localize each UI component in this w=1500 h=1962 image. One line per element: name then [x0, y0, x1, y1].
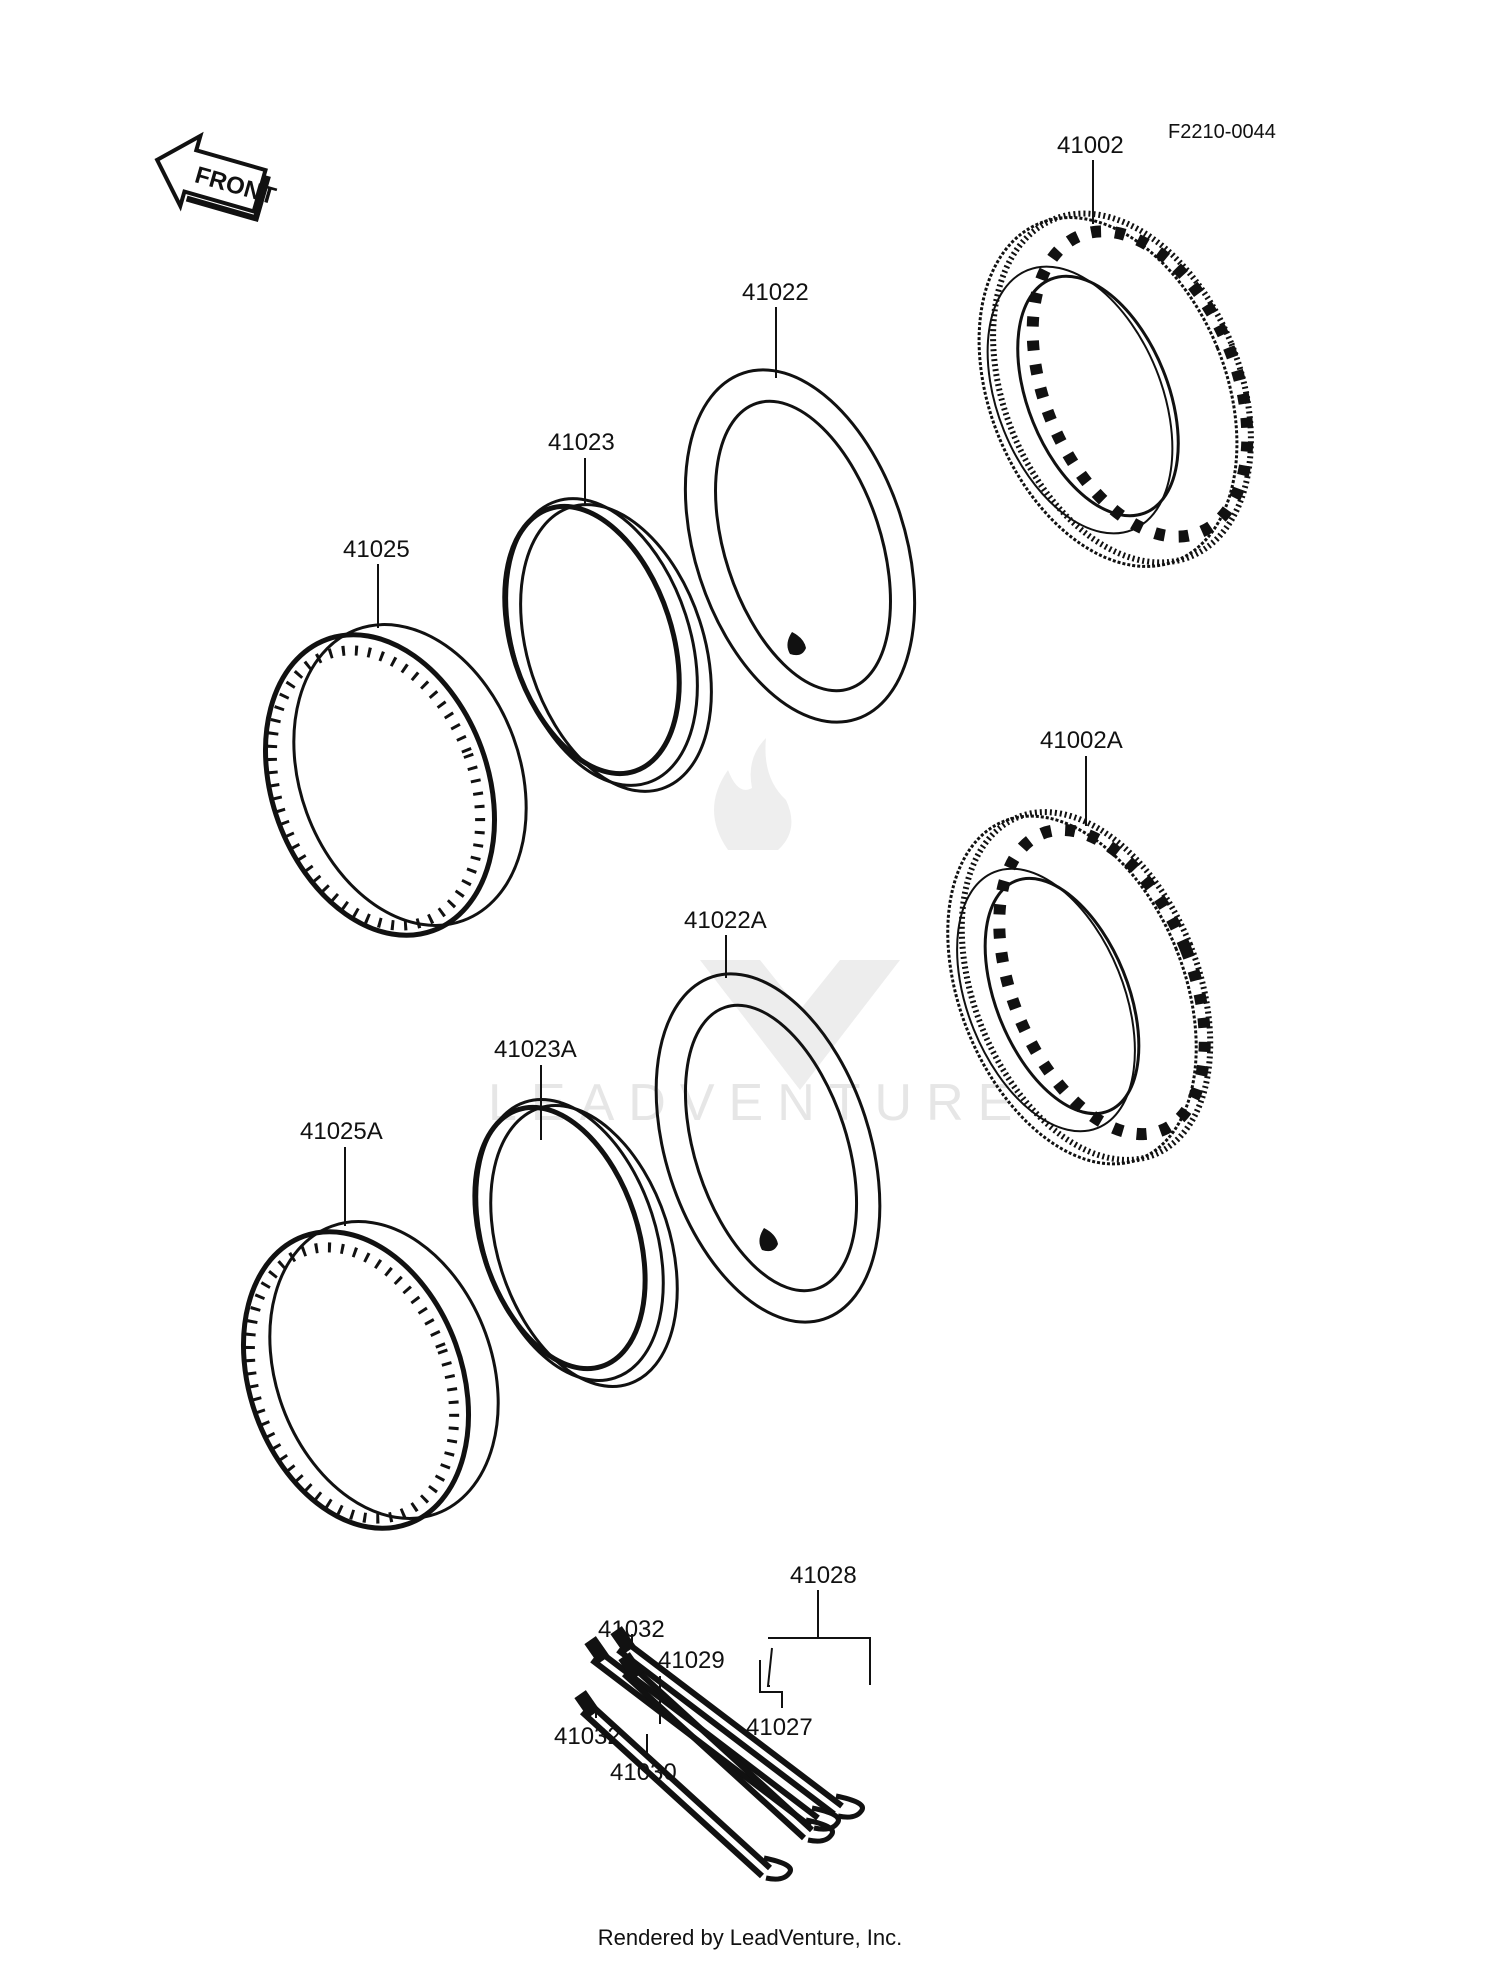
callout-41023: 41023	[548, 429, 615, 456]
tube-front	[683, 368, 917, 724]
callout-41023A: 41023A	[494, 1036, 577, 1063]
callout-41022: 41022	[742, 279, 809, 306]
callout-41027: 41027	[746, 1714, 813, 1741]
callout-41002A: 41002A	[1040, 727, 1123, 754]
spokes-group-a	[574, 1652, 835, 1882]
callout-41002: 41002	[1057, 132, 1124, 159]
tube-rear	[654, 972, 882, 1324]
callout-41025: 41025	[343, 536, 410, 563]
rim-front	[263, 623, 528, 938]
watermark-text: LEADVENTURE	[488, 1074, 1026, 1132]
callout-41032-top: 41032	[598, 1616, 665, 1643]
callout-41025A: 41025A	[300, 1118, 383, 1145]
render-credit: Rendered by LeadVenture, Inc.	[597, 1925, 903, 1950]
callout-41022A: 41022A	[684, 907, 767, 934]
rim-band-rear	[472, 1098, 679, 1388]
tire-front	[977, 210, 1254, 568]
figure-code: F2210-0044	[1168, 121, 1276, 143]
rim-rear	[240, 1220, 500, 1531]
watermark: LEADVENTURE	[488, 738, 1026, 1132]
callout-41028: 41028	[790, 1562, 857, 1589]
rim-band-front	[502, 497, 713, 793]
callout-41029: 41029	[658, 1647, 725, 1674]
callout-41032-bottom: 41032	[554, 1723, 621, 1750]
front-arrow: FRONT	[154, 131, 279, 223]
callout-41030: 41030	[610, 1759, 677, 1786]
tire-rear	[946, 809, 1214, 1166]
